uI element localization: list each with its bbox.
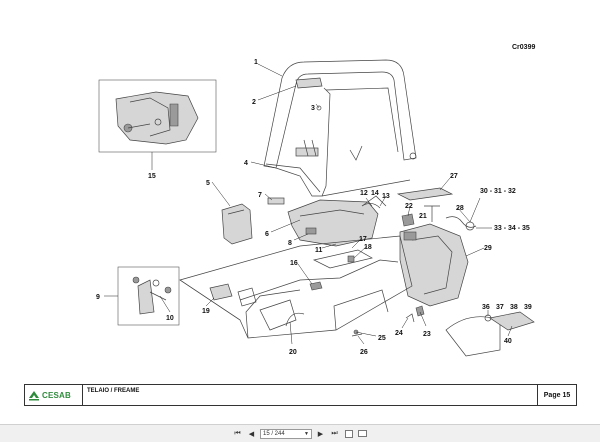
inset-box-15 [98,79,217,153]
part-27 [396,187,454,201]
callout-21: 21 [419,213,427,220]
part-13 [361,203,381,209]
leader-lines [159,63,513,345]
chevron-down-icon: ▼ [304,430,309,437]
part-20 [285,312,305,327]
part-21 [424,205,440,222]
part-16 [309,281,323,291]
callout-7: 7 [258,192,262,199]
callout-4: 4 [244,160,248,167]
part-3 [316,105,322,111]
last-page-icon[interactable]: ⏭ [331,429,338,437]
prev-page-icon[interactable]: ◀ [248,430,255,438]
drawing-code: Cr0399 [512,44,536,51]
dashboard-assembly [287,195,387,247]
callout-23: 23 [423,331,431,338]
cesab-logo-icon [29,391,39,401]
part-5 [221,203,253,245]
callout-19: 19 [202,308,210,315]
fit-width-icon[interactable] [357,428,368,439]
page-number-label: Page 15 [543,391,571,399]
callout-25: 25 [378,335,386,342]
exploded-parts-drawing: 1 2 3 4 5 6 7 8 9 10 11 12 13 14 15 16 1… [96,59,535,357]
callout-38: 38 [510,304,518,311]
callout-2: 2 [252,99,256,106]
callout-28: 28 [456,205,464,212]
part-19 [209,283,233,301]
callout-11: 11 [315,247,323,254]
part-7 [267,197,285,205]
part-22 [401,213,415,227]
logo: CESAB [25,385,83,405]
part-40 [489,311,535,331]
callout-5: 5 [206,180,210,187]
callout-1: 1 [254,59,258,66]
callout-numbers: 1 2 3 4 5 6 7 8 9 10 11 12 13 14 15 16 1… [96,59,532,356]
viewer-toolbar: ⏮ ◀ 15 / 244 ▼ ▶ ⏭ [0,424,600,442]
document-page: Cr0399 [24,44,577,406]
callout-12: 12 [360,190,368,197]
callout-16: 16 [290,260,298,267]
part-29 [399,223,469,307]
callout-40: 40 [504,338,512,345]
part-24 [405,313,415,323]
callout-26: 26 [360,349,368,356]
callout-29: 29 [484,245,492,252]
callout-20: 20 [289,349,297,356]
page-title: TELAIO / FREAME [83,385,538,405]
callout-36: 36 [482,304,490,311]
page-number-input[interactable]: 15 / 244 ▼ [260,428,312,439]
callout-15: 15 [148,173,156,180]
callout-6: 6 [265,231,269,238]
callout-8: 8 [288,240,292,247]
logo-text: CESAB [42,390,72,400]
part-28 [445,216,477,228]
callout-39: 39 [524,304,532,311]
page-indicator: 15 / 244 [263,430,285,437]
next-page-icon[interactable]: ▶ [317,430,324,438]
callout-33-34-35: 33 - 34 - 35 [494,225,530,232]
callout-3: 3 [311,105,315,112]
chassis-frame [179,235,413,339]
fit-page-icon[interactable] [343,428,354,439]
callout-10: 10 [166,315,174,322]
roll-cage [263,59,417,197]
callout-17: 17 [359,236,367,243]
callout-9: 9 [96,294,100,301]
part-18 [347,255,355,263]
title-block: CESAB TELAIO / FREAME Page 15 [24,384,577,406]
callout-14: 14 [371,190,379,197]
callout-24: 24 [395,330,403,337]
callout-27: 27 [450,173,458,180]
callout-13: 13 [382,193,390,200]
callout-37: 37 [496,304,504,311]
callout-22: 22 [405,203,413,210]
first-page-icon[interactable]: ⏮ [234,429,241,437]
callout-18: 18 [364,244,372,251]
callout-30-31-32: 30 - 31 - 32 [480,188,516,195]
